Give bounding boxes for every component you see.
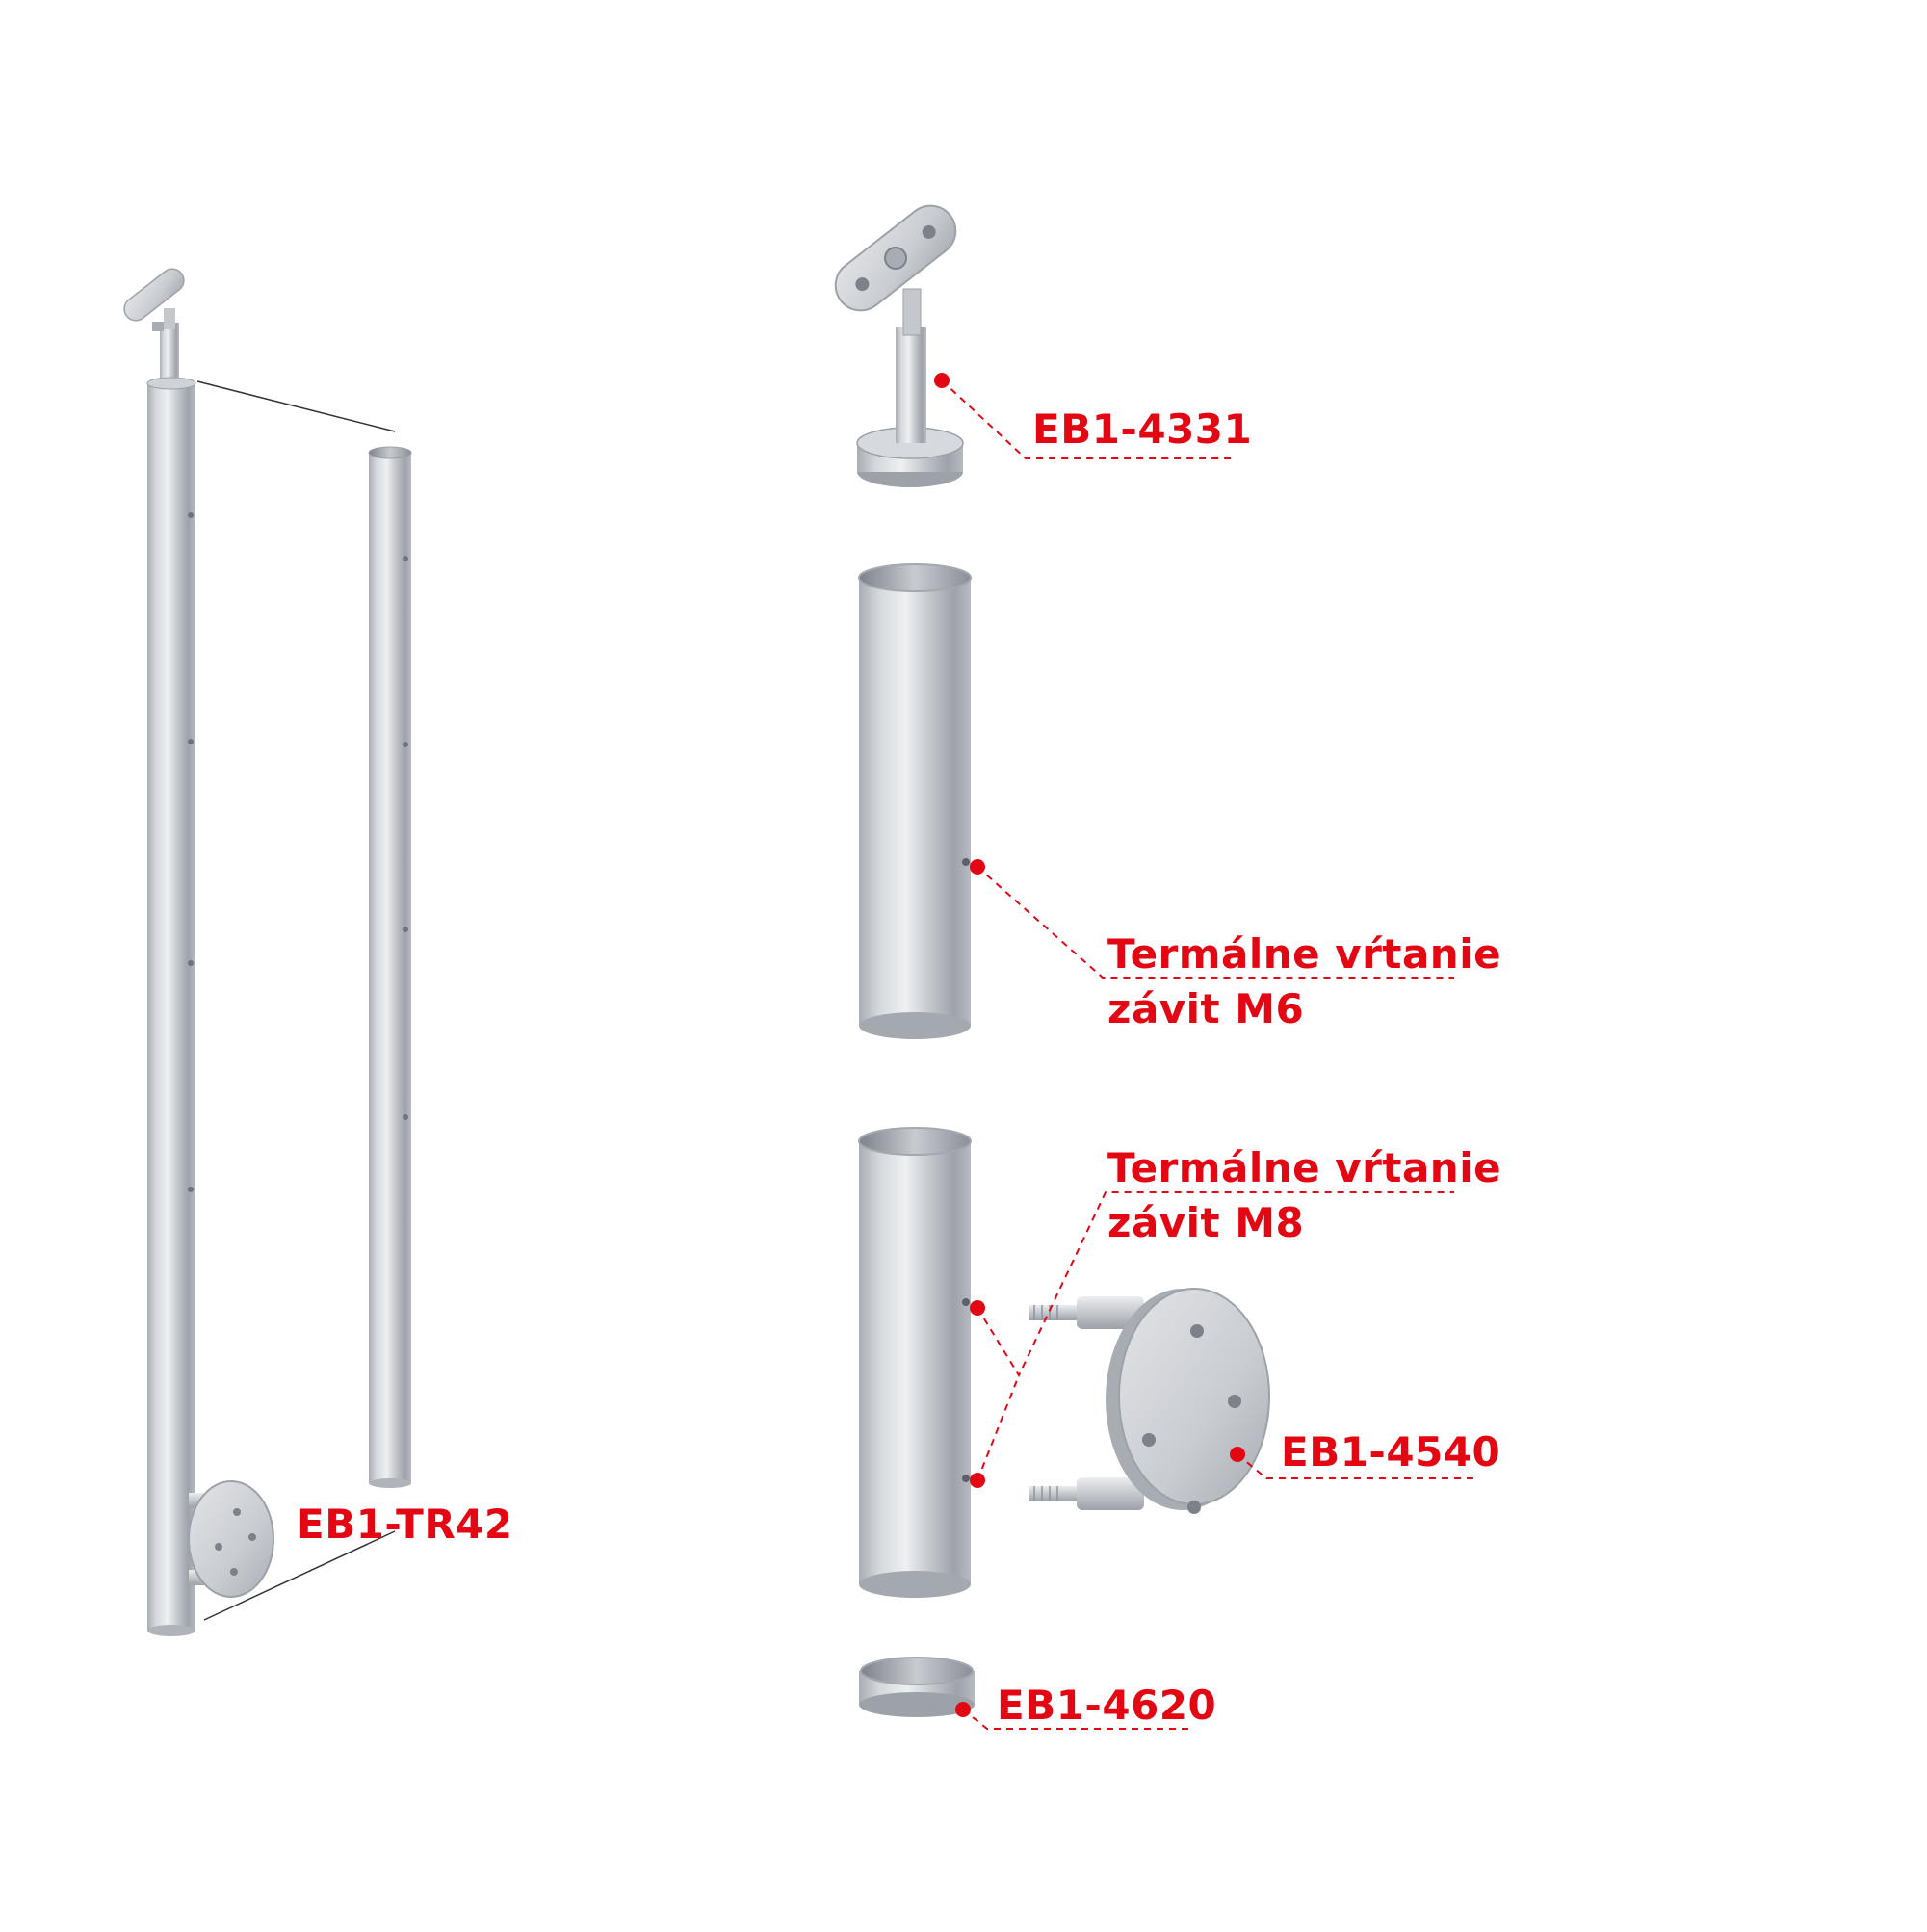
reference-line-top <box>196 380 396 432</box>
label-thermal-drill-m6-line2: závit M6 <box>1107 985 1305 1032</box>
assembled-post <box>123 268 274 1636</box>
label-thermal-drill-m8-line2: závit M8 <box>1107 1199 1305 1246</box>
upper-tube-part <box>858 563 972 1039</box>
callout-markers <box>941 379 1473 1730</box>
handrail-support-part <box>834 204 964 487</box>
callout-dots <box>934 373 1245 1717</box>
bare-tube <box>368 446 412 1488</box>
side-flange-part <box>1029 1288 1270 1514</box>
label-thermal-drill-m8-line1: Termálne vŕtanie <box>1107 1144 1502 1191</box>
label-post-assembly: EB1-TR42 <box>297 1501 513 1548</box>
label-side-flange: EB1-4540 <box>1281 1428 1501 1475</box>
reference-line-bottom <box>203 1530 396 1621</box>
label-end-cap: EB1-4620 <box>997 1682 1217 1729</box>
label-handrail-support: EB1-4331 <box>1032 405 1253 453</box>
assembled-side-flange <box>188 1480 274 1598</box>
end-cap-part <box>859 1657 975 1717</box>
assembled-saddle <box>123 268 185 382</box>
assembled-post-tube <box>147 383 195 1631</box>
lower-tube-part <box>858 1127 972 1598</box>
label-thermal-drill-m6-line1: Termálne vŕtanie <box>1107 930 1502 978</box>
